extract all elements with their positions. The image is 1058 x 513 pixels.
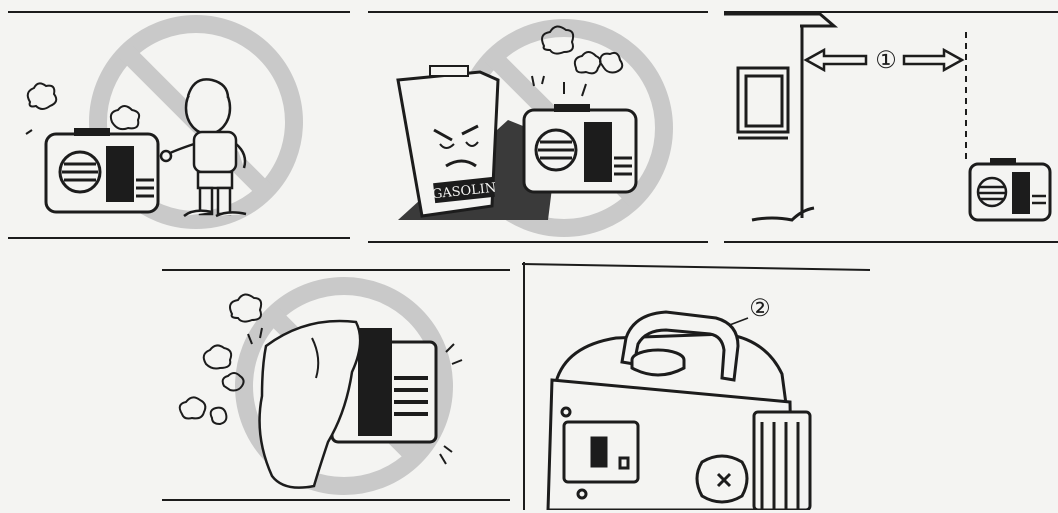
cover-cloth-icon xyxy=(260,321,361,488)
panel-do-not-cover xyxy=(162,268,510,504)
panel-keep-children-away-illustration xyxy=(8,10,350,242)
fuel-can-icon: GASOLIN xyxy=(398,66,498,216)
callout-number-1: ① xyxy=(875,46,897,74)
panel-distance-from-building: ① xyxy=(724,10,1058,246)
exhaust-smoke-icon xyxy=(26,83,139,134)
generator-icon xyxy=(46,128,158,212)
panel-keep-children-away xyxy=(8,10,350,242)
building-wall-icon xyxy=(724,14,834,220)
generator-body-icon xyxy=(548,312,810,510)
panel-generator-handle: ② xyxy=(522,262,870,510)
panel-do-not-cover-illustration xyxy=(162,268,510,504)
generator-icon xyxy=(524,104,636,192)
panel-distance-from-building-illustration: ① xyxy=(724,10,1058,246)
generator-icon xyxy=(970,158,1050,220)
panel-no-fuel-near: GASOLIN xyxy=(368,10,708,246)
panel-generator-handle-illustration: ② xyxy=(522,262,870,510)
callout-number-2: ② xyxy=(749,294,771,322)
panel-no-fuel-near-illustration: GASOLIN xyxy=(368,10,708,246)
